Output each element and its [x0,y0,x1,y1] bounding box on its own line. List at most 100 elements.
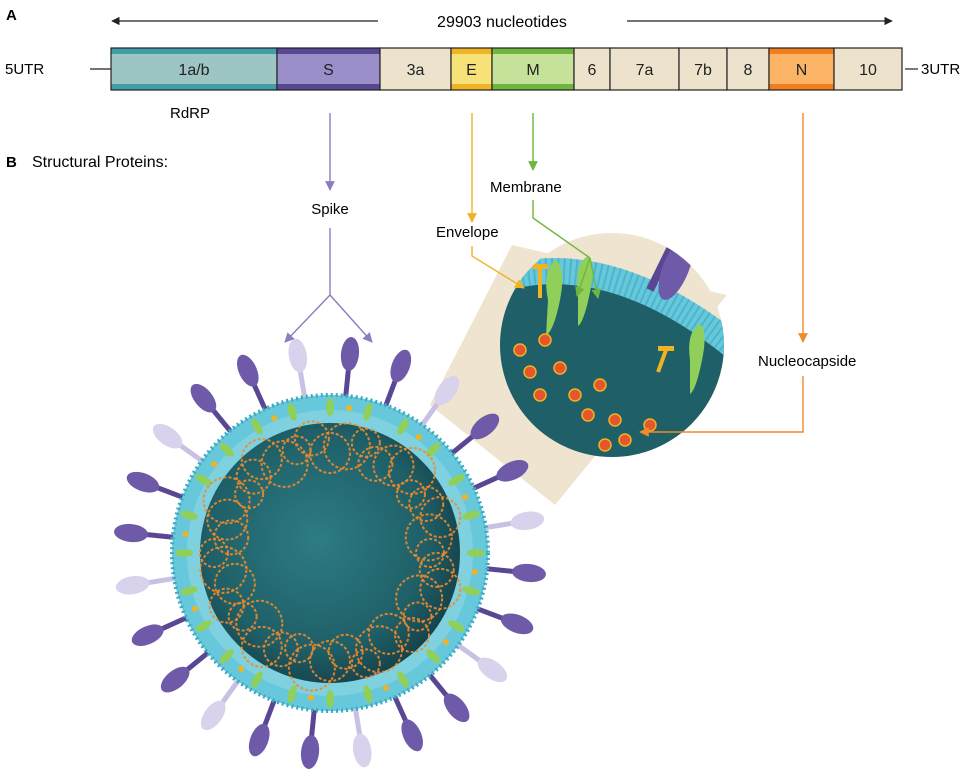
spike-head [477,657,508,683]
membrane-label: Membrane [490,179,562,196]
nucleocapsid-bead [593,378,607,392]
membrane-protein [195,474,212,486]
membrane-arrow-stem [532,200,591,259]
spike-head [300,735,320,769]
gene-block-band-top [492,48,574,54]
envelope-protein [382,684,389,691]
spike-arrow-left [284,294,331,343]
rna-loop [402,601,433,632]
nucleocapsid-bead [533,388,547,402]
envelope-protein [346,405,353,412]
gene-label: S [323,62,334,79]
nucleocapsid-bead [608,413,622,427]
zoom-envelope-protein-2 [656,349,668,373]
gene-block-band-top [277,48,380,54]
rna-loop [322,422,371,471]
zoom-membrane-protein-2 [577,256,593,326]
nucleocapsid-arrow-bottom [639,376,804,437]
rna-loop [415,538,445,568]
gene-block-band-bottom [451,84,492,90]
utr5-label: 5UTR [5,61,44,78]
gene-block-band-bottom [574,84,610,90]
rna-loop [350,427,381,458]
nucleocapsid-rna [199,420,462,692]
rna-loop [287,643,336,692]
envelope-protein [471,569,478,576]
gene-block-band-bottom [769,84,834,90]
gene-block-band-top [111,48,277,54]
membrane-protein [180,510,198,520]
membrane-protein [287,403,297,421]
membrane-protein [462,510,480,520]
envelope-protein [307,694,314,701]
rna-loop [419,496,462,539]
membrane-protein [175,549,193,557]
membrane-protein [467,549,485,557]
membrane-protein [426,649,441,664]
membrane-protein [426,442,441,457]
membrane-protein [363,685,373,703]
gene-block-band-top [380,48,451,54]
spike-label: Spike [311,201,349,218]
spike-head [470,413,500,440]
gene-block-fill [380,48,451,90]
rna-loop [367,612,410,655]
gene-block-band-bottom [610,84,679,90]
gene-block-7a: 7a [609,47,680,91]
gene-block-M: M [491,47,575,91]
gene-block-band-bottom [111,84,277,90]
rna-loop [206,498,249,541]
gene-block-band-top [769,48,834,54]
membrane-protein [363,403,373,421]
gene-block-S: S [276,47,381,91]
envelope-protein [271,415,278,422]
panel-b-letter: B [6,154,17,171]
rna-loop [327,633,364,670]
nucleocapsid-bead [568,388,582,402]
spike-head [340,337,360,371]
gene-block-band-top [834,48,902,54]
spike-head [248,723,270,757]
gene-block-band-top [451,48,492,54]
zoom-membrane-protein-1 [546,260,563,336]
gene-block-band-bottom [277,84,380,90]
rna-loop [418,551,455,588]
gene-block-fill [492,48,574,90]
gene-block-band-top [574,48,610,54]
nucleocapsid-bead [513,343,527,357]
membrane-arrow-left [575,257,591,297]
rna-loop [213,562,256,605]
membrane-protein [219,442,234,457]
spike-arrow-right [329,294,373,343]
gene-block-1ab: 1a/b [110,47,278,91]
nucleocapsid-bead [538,333,552,347]
zoom-membrane-protein-3 [689,324,705,394]
rna-loop [309,640,351,682]
nucleocapside-label: Nucleocapside [758,353,856,370]
gene-block-band-bottom [380,84,451,90]
rna-loop [395,479,426,510]
spike-head [190,383,217,413]
gene-block-border [833,47,903,91]
envelope-protein [182,530,189,537]
membrane-protein [397,418,409,435]
membrane-protein [195,620,212,632]
spike-head [131,624,164,646]
nucleocapsid-bead [618,433,632,447]
gene-label: 1a/b [178,62,209,79]
rna-loop [240,438,283,481]
gene-label: N [796,62,808,79]
spike-head [512,563,546,583]
spike-head [390,349,412,383]
gene-block-fill [727,48,769,90]
spike-head [500,613,534,635]
rna-loop [262,631,299,668]
genome-length-label: 29903 nucleotides [437,14,567,31]
spike-head [200,700,226,731]
rna-loop [388,446,437,495]
nucleocapsid-bead [523,365,537,379]
spike-head [288,338,308,373]
gene-block-fill [610,48,679,90]
